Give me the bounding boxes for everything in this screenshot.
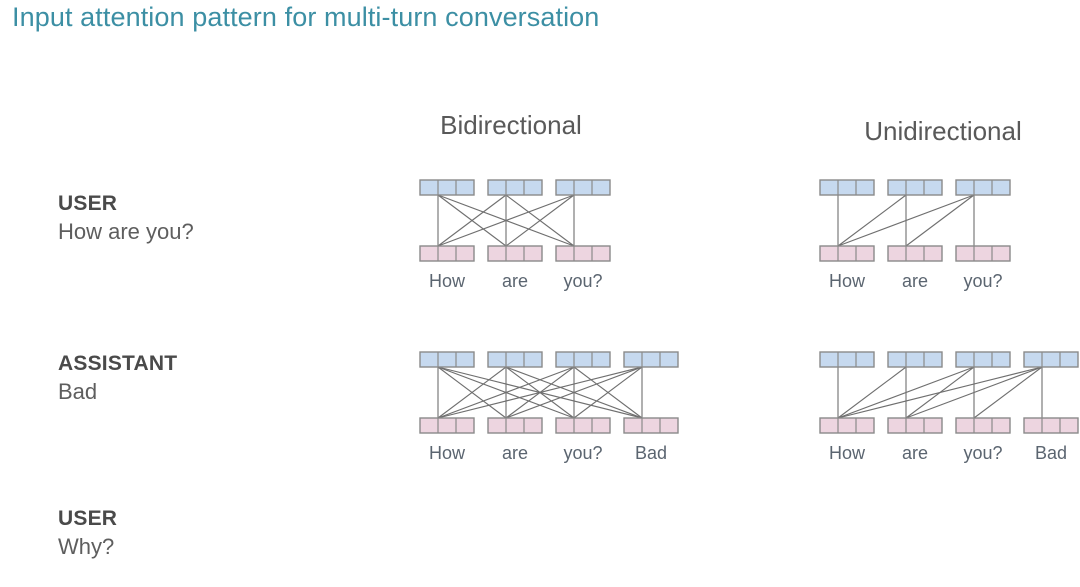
- input-token-node: [955, 417, 1011, 434]
- token-label: How: [429, 443, 466, 463]
- output-token-node: [555, 179, 611, 196]
- input-token-node: [887, 417, 943, 434]
- output-token-node: [887, 351, 943, 368]
- attention-diagram-unidirectional-row-1: How are you? Bad: [819, 351, 1079, 469]
- attention-edge: [905, 194, 975, 247]
- turn-message-text: Why?: [58, 534, 115, 559]
- output-token-node: [419, 351, 475, 368]
- output-token-node: [419, 179, 475, 196]
- attention-diagram-bidirectional-row-1: How are you? Bad: [419, 351, 679, 469]
- turn-role-label: USER: [58, 192, 118, 215]
- attention-edge: [437, 194, 507, 247]
- output-token-node: [555, 351, 611, 368]
- output-token-node: [1023, 351, 1079, 368]
- column-header-unidirectional: Unidirectional: [864, 116, 1022, 146]
- attention-edge: [837, 366, 1043, 419]
- output-token-node: [623, 351, 679, 368]
- attention-edges: [837, 366, 1043, 419]
- token-label: you?: [563, 271, 602, 291]
- token-label: How: [829, 271, 866, 291]
- output-token-node: [887, 179, 943, 196]
- conversation-turn: ASSISTANT Bad: [58, 350, 358, 407]
- input-token-node: [487, 245, 543, 262]
- token-label: How: [429, 271, 466, 291]
- page-title: Input attention pattern for multi-turn c…: [12, 2, 600, 32]
- attention-edge: [505, 366, 643, 419]
- attention-edge: [573, 366, 643, 419]
- attention-edges: [837, 194, 975, 247]
- attention-edge: [973, 366, 1043, 419]
- attention-edge: [905, 366, 1043, 419]
- input-token-node: [819, 417, 875, 434]
- conversation-turn: USER How are you?: [58, 190, 358, 247]
- token-label: Bad: [635, 443, 667, 463]
- attention-edge: [437, 366, 643, 419]
- input-token-node: [887, 245, 943, 262]
- token-label: Bad: [1035, 443, 1067, 463]
- token-label: you?: [963, 443, 1002, 463]
- input-token-node: [487, 417, 543, 434]
- attention-diagram-bidirectional-row-0: How are you?: [419, 179, 611, 297]
- token-label: you?: [563, 443, 602, 463]
- attention-edge: [837, 194, 975, 247]
- conversation-turn: USER Why?: [58, 505, 358, 562]
- turn-role-label: USER: [58, 507, 118, 530]
- input-token-node: [419, 417, 475, 434]
- token-label: you?: [963, 271, 1002, 291]
- token-label: are: [502, 443, 528, 463]
- input-token-node: [1023, 417, 1079, 434]
- token-label: How: [829, 443, 866, 463]
- attention-edges: [437, 366, 643, 419]
- turn-message-text: Bad: [58, 379, 98, 404]
- attention-edge: [837, 366, 975, 419]
- input-token-node: [419, 245, 475, 262]
- token-label: are: [502, 271, 528, 291]
- input-token-node: [623, 417, 679, 434]
- attention-edge: [837, 366, 907, 419]
- turn-role-label: ASSISTANT: [58, 352, 178, 375]
- input-token-node: [955, 245, 1011, 262]
- attention-edge: [437, 366, 575, 419]
- output-token-node: [819, 179, 875, 196]
- input-token-node: [819, 245, 875, 262]
- output-token-node: [819, 351, 875, 368]
- output-token-node: [487, 351, 543, 368]
- attention-edge: [837, 194, 907, 247]
- token-label: are: [902, 443, 928, 463]
- attention-diagram-unidirectional-row-0: How are you?: [819, 179, 1011, 297]
- attention-edge: [437, 194, 575, 247]
- input-token-node: [555, 245, 611, 262]
- attention-edge: [437, 366, 507, 419]
- column-header-bidirectional: Bidirectional: [440, 110, 582, 140]
- output-token-node: [487, 179, 543, 196]
- output-token-node: [955, 351, 1011, 368]
- attention-edges: [437, 194, 575, 247]
- input-token-node: [555, 417, 611, 434]
- output-token-node: [955, 179, 1011, 196]
- turn-message-text: How are you?: [58, 219, 194, 244]
- token-label: are: [902, 271, 928, 291]
- attention-edge: [505, 194, 575, 247]
